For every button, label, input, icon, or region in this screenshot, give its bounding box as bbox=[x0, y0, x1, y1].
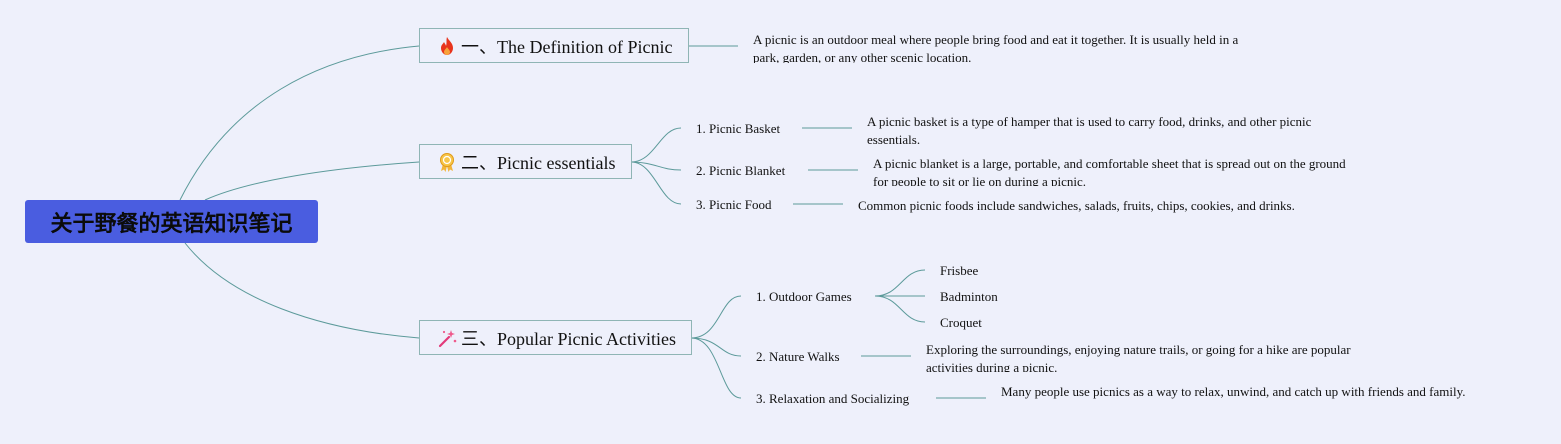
fire-icon bbox=[436, 35, 458, 57]
topic-activities[interactable]: 三、Popular Picnic Activities bbox=[419, 320, 692, 355]
picnic-blanket-note: A picnic blanket is a large, portable, a… bbox=[873, 156, 1346, 186]
subtopic-picnic-basket[interactable]: 1. Picnic Basket bbox=[696, 121, 781, 136]
subtopic-outdoor-games[interactable]: 1. Outdoor Games bbox=[756, 289, 852, 304]
root-topic[interactable]: 关于野餐的英语知识笔记 bbox=[25, 200, 318, 243]
game-item-badminton[interactable]: Badminton bbox=[940, 289, 998, 304]
nature-walks-note: Exploring the surroundings, enjoying nat… bbox=[926, 342, 1351, 372]
picnic-food-note: Common picnic foods include sandwiches, … bbox=[858, 198, 1295, 213]
magic-wand-icon bbox=[436, 327, 458, 349]
relaxation-note: Many people use picnics as a way to rela… bbox=[1001, 384, 1466, 399]
game-item-croquet[interactable]: Croquet bbox=[940, 315, 982, 330]
picnic-basket-note: A picnic basket is a type of hamper that… bbox=[867, 114, 1312, 147]
subtopic-picnic-food[interactable]: 3. Picnic Food bbox=[696, 197, 772, 212]
award-ribbon-icon bbox=[436, 151, 458, 173]
topic-label: 一、The Definition of Picnic bbox=[461, 36, 673, 57]
subtopic-nature-walks[interactable]: 2. Nature Walks bbox=[756, 349, 840, 364]
definition-note: A picnic is an outdoor meal where people… bbox=[753, 32, 1239, 63]
topic-label: 二、Picnic essentials bbox=[461, 152, 616, 173]
root-title: 关于野餐的英语知识笔记 bbox=[50, 211, 293, 237]
topic-essentials[interactable]: 二、Picnic essentials bbox=[419, 144, 632, 179]
game-item-frisbee[interactable]: Frisbee bbox=[940, 263, 979, 278]
topic-definition[interactable]: 一、The Definition of Picnic bbox=[419, 28, 689, 63]
topic-label: 三、Popular Picnic Activities bbox=[461, 328, 676, 349]
subtopic-picnic-blanket[interactable]: 2. Picnic Blanket bbox=[696, 163, 786, 178]
subtopic-relaxation[interactable]: 3. Relaxation and Socializing bbox=[756, 391, 910, 406]
